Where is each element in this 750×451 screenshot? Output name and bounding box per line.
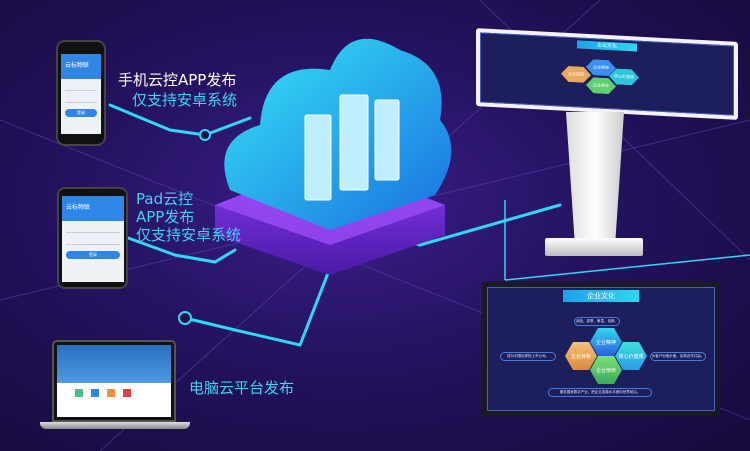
hex-mission: 企业使命 [586, 77, 616, 95]
kiosk-screen-title: 企业文化 [577, 40, 637, 52]
note-top: 诚信、感恩、敬畏、创新。 [574, 317, 620, 326]
hex-spirit: 企业精神 [590, 328, 622, 356]
login-button: 登录 [66, 251, 120, 259]
server-rack-icon [374, 99, 400, 181]
kiosk-device: 企业文化 企业目标 企业精神 核心价值观 企业使命 [476, 28, 738, 120]
hex-goal: 企业目标 [561, 66, 591, 84]
server-rack-icon [339, 94, 369, 191]
cloud-server-illustration [215, 38, 452, 275]
server-rack-icon [304, 114, 332, 201]
phone-caption-line1: 手机云控APP发布 [118, 71, 237, 89]
phone-link-line [108, 103, 252, 137]
kiosk-foot [545, 238, 643, 256]
app-title: 云标物联 [61, 54, 101, 79]
pad-caption-line3: 仅支持安卓系统 [136, 226, 242, 244]
hex-values: 核心价值观 [615, 342, 647, 370]
cloud-shape [224, 38, 452, 230]
pad-device: 云标物联 登录 [57, 187, 128, 289]
phone-device: 云标物联 登录 [56, 40, 106, 146]
pad-link-line [118, 233, 237, 264]
laptop-device [52, 340, 176, 422]
wall-display: 企业文化 诚信、感恩、敬畏、创新。 企业目标 企业精神 核心价值观 企业使命 成… [482, 282, 720, 416]
kiosk-stand [566, 112, 624, 242]
note-left: 成为中国优秀的上市公司。 [500, 352, 556, 361]
hex-mission: 企业使命 [590, 356, 622, 384]
note-right: 为客户创造价值，实现合作共赢。 [650, 352, 706, 361]
note-bottom: 服务国家数字产业，把企业发展水平做向世界前沿。 [548, 388, 652, 397]
app-title: 云标物联 [62, 196, 124, 221]
phone-caption-line2: 仅支持安卓系统 [132, 91, 238, 109]
pad-caption-line1: Pad云控 [136, 190, 194, 208]
login-button: 登录 [65, 109, 97, 117]
pad-caption-line2: APP发布 [136, 208, 195, 226]
pc-caption: 电脑云平台发布 [189, 379, 295, 397]
node-dot [178, 311, 192, 325]
laptop-base [40, 422, 190, 429]
hex-goal: 企业目标 [565, 342, 597, 370]
node-dot [199, 129, 211, 141]
wall-screen-title: 企业文化 [563, 290, 639, 302]
